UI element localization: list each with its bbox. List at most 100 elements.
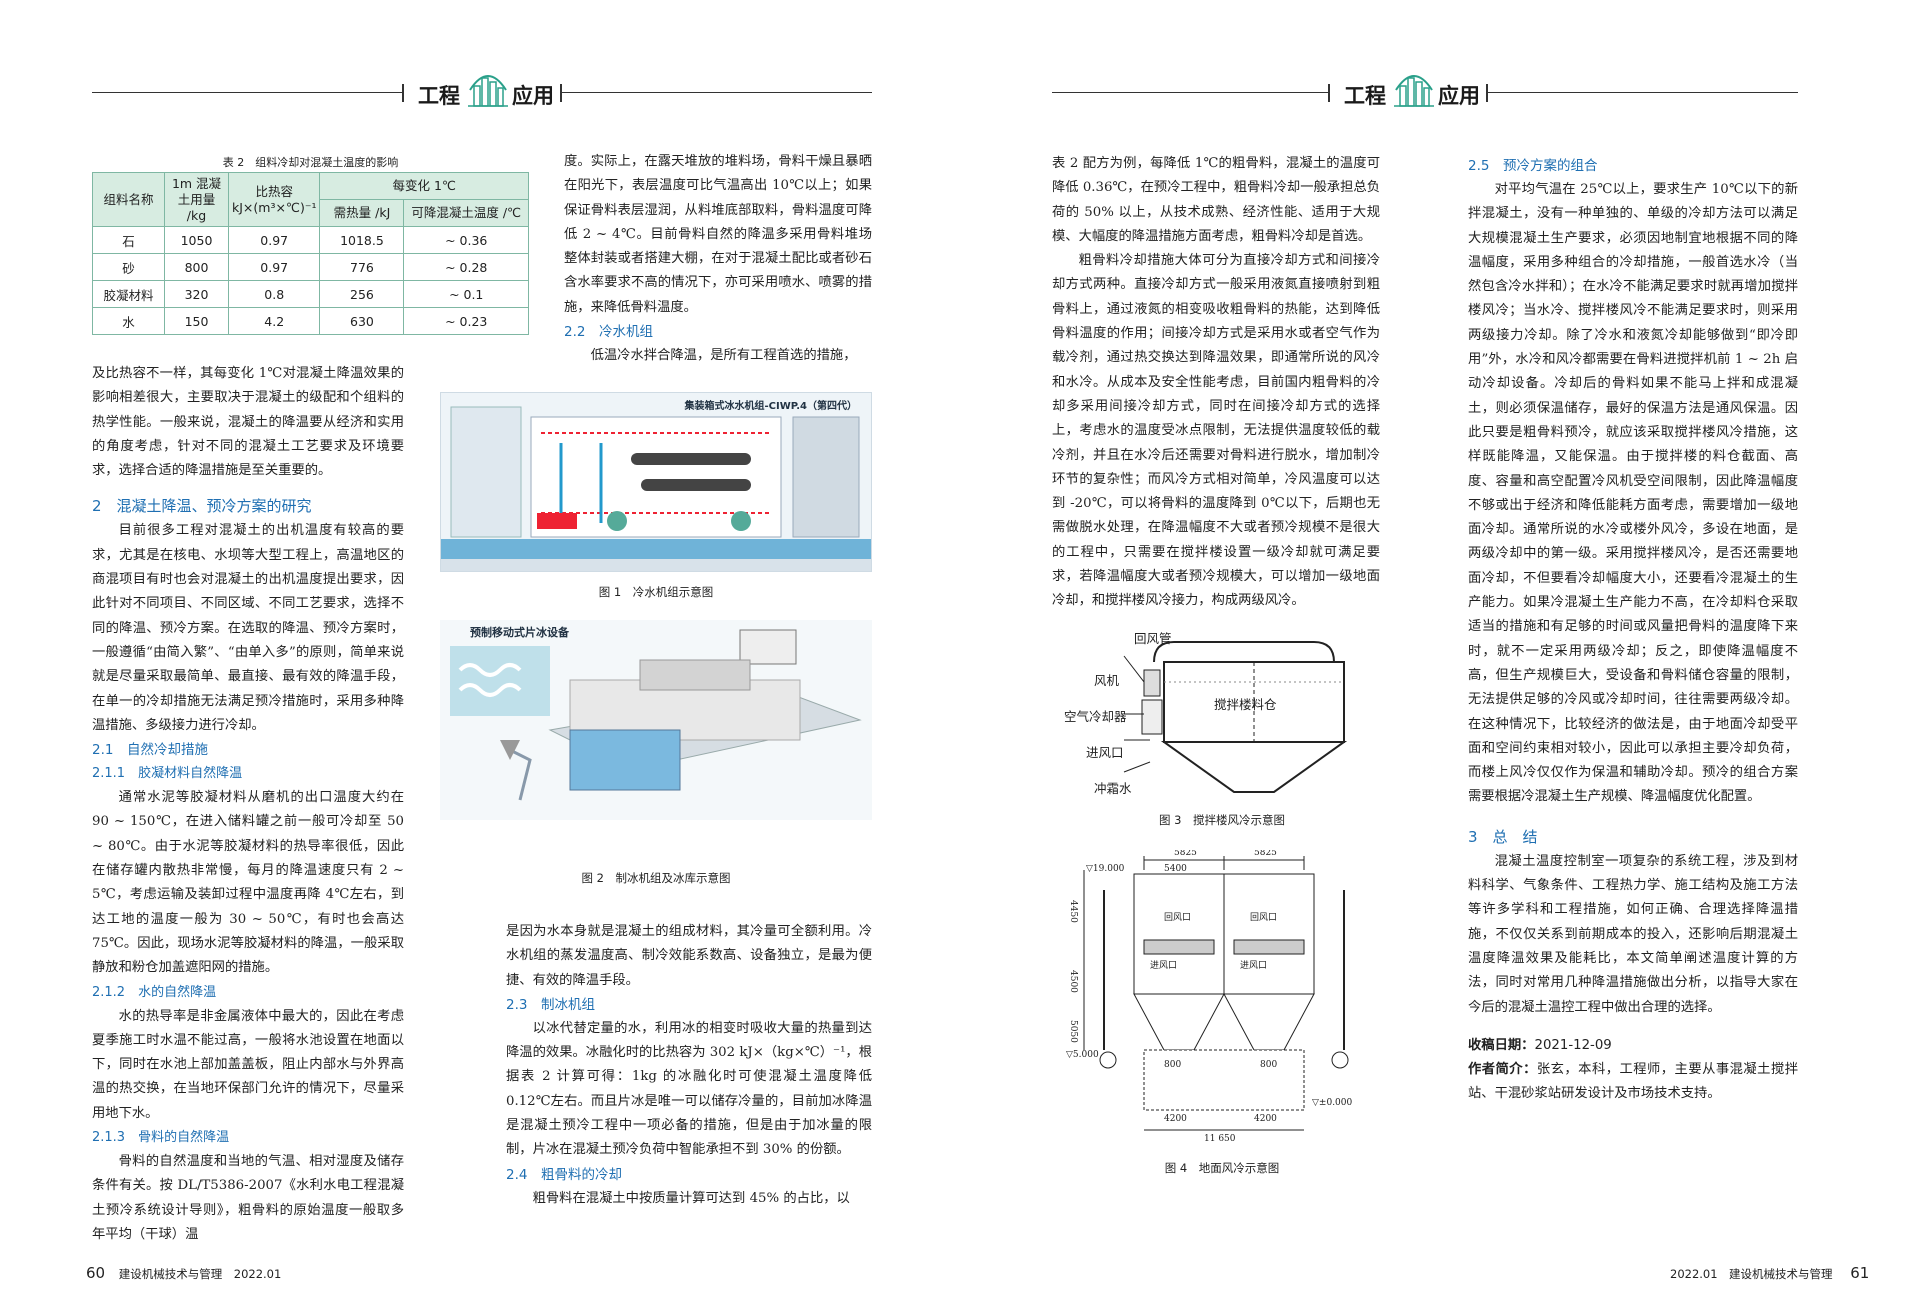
author-line: 作者简介：张玄，本科，工程师，主要从事混凝土搅拌站、干混砂浆站研发设计及市场技术… bbox=[1468, 1058, 1798, 1107]
cell: 0.97 bbox=[227, 226, 321, 254]
cell: 石 bbox=[92, 226, 165, 254]
column-1: 及比热容不一样，其每变化 1℃对混凝土降温效果的影响相差很大，主要取决于混凝土的… bbox=[92, 362, 404, 1247]
diagram-label: 回风口 bbox=[1164, 913, 1192, 923]
section-heading: 2.1.1 胶凝材料自然降温 bbox=[92, 766, 243, 782]
paragraph: 目前很多工程对混凝土的出机温度有较高的要求，尤其是在核电、水坝等大型工程上，高温… bbox=[92, 523, 404, 733]
th-heat-needed: 需热量 /kJ bbox=[319, 199, 405, 227]
header-rule bbox=[1052, 92, 1328, 93]
paragraph: 对平均气温在 25℃以上，要求生产 10℃以下的新拌混凝土，没有一种单独的、单级… bbox=[1468, 182, 1798, 805]
cell: 4.2 bbox=[227, 307, 321, 335]
column-3: 表 2 配方为例，每降低 1℃的粗骨料，混凝土的温度可降低 0.36℃，在预冷工… bbox=[1052, 152, 1380, 614]
cell: 776 bbox=[319, 253, 405, 281]
section-heading: 2.1.3 骨料的自然降温 bbox=[92, 1130, 230, 1146]
page-header-left: 工程 应用 bbox=[0, 60, 960, 120]
chiller-diagram bbox=[441, 406, 871, 571]
paragraph: 粗骨料冷却措施大体可分为直接冷却方式和间接冷却方式两种。直接冷却方式一般采用液氮… bbox=[1052, 253, 1380, 609]
diagram-label: 冲霜水 bbox=[1094, 781, 1132, 796]
paragraph: 低温冷水拌合降温，是所有工程首选的措施， bbox=[590, 348, 857, 364]
th-per-change: 每变化 1℃ bbox=[319, 172, 529, 200]
page-footer-right: 2022.01 建设机械技术与管理 61 bbox=[1670, 1264, 1869, 1282]
cell: 水 bbox=[92, 307, 165, 335]
cell: ~ 0.1 bbox=[403, 280, 529, 308]
cell: 630 bbox=[319, 307, 405, 335]
header-bar bbox=[1486, 84, 1488, 102]
section-heading: 2.1.2 水的自然降温 bbox=[92, 984, 217, 1000]
section-heading: 2.2 冷水机组 bbox=[564, 324, 653, 341]
dim-label: 4200 bbox=[1254, 1114, 1277, 1124]
paragraph: 及比热容不一样，其每变化 1℃对混凝土降温效果的影响相差很大，主要取决于混凝土的… bbox=[92, 366, 404, 479]
section-heading: 2.4 粗骨料的冷却 bbox=[506, 1166, 622, 1183]
diagram-label: 空气冷却器 bbox=[1064, 709, 1127, 724]
table-row: 水 150 4.2 630 ~ 0.23 bbox=[92, 307, 529, 335]
th-name: 组料名称 bbox=[92, 172, 165, 227]
table-row: 胶凝材料 320 0.8 256 ~ 0.1 bbox=[92, 280, 529, 308]
journal-name: 建设机械技术与管理 2022.01 bbox=[118, 1267, 282, 1281]
figure-ice-maker: 预制移动式片冰设备 bbox=[440, 620, 872, 820]
cell: 1018.5 bbox=[319, 226, 405, 254]
dim-label: 800 bbox=[1164, 1060, 1182, 1070]
figure-caption: 图 4 地面风冷示意图 bbox=[1164, 1161, 1280, 1175]
figure-chiller: 集装箱式冰水机组-CIWP.4（第四代） bbox=[440, 392, 872, 572]
received-line: 收稿日期：2021-12-09 bbox=[1468, 1034, 1798, 1058]
paragraph: 骨料的自然温度和当地的气温、相对湿度及储存条件有关。按 DL/T5386-200… bbox=[92, 1154, 404, 1242]
cell: 0.8 bbox=[227, 280, 321, 308]
paragraph: 表 2 配方为例，每降低 1℃的粗骨料，混凝土的温度可降低 0.36℃，在预冷工… bbox=[1052, 156, 1380, 244]
dim-label: 4450 bbox=[1068, 900, 1078, 923]
th-heat-capacity: 比热容 kJ×(m³×℃)⁻¹ bbox=[227, 172, 321, 227]
cell: ~ 0.28 bbox=[403, 253, 529, 281]
author-label: 作者简介： bbox=[1468, 1062, 1537, 1078]
page-header-right: 工程 应用 bbox=[960, 60, 1920, 120]
figure-caption: 图 2 制冰机组及冰库示意图 bbox=[581, 871, 731, 885]
dim-label: 4500 bbox=[1068, 970, 1078, 993]
diagram-label: 进风口 bbox=[1086, 745, 1124, 760]
dim-label: 800 bbox=[1260, 1060, 1278, 1070]
page-number: 61 bbox=[1850, 1264, 1870, 1282]
building-logo-icon bbox=[1394, 75, 1434, 107]
paragraph: 是因为水本身就是混凝土的组成材料，其冷量可全额利用。冷水机组的蒸发温度高、制冷效… bbox=[506, 924, 872, 988]
section-heading: 2.1 自然冷却措施 bbox=[92, 742, 208, 759]
paragraph: 通常水泥等胶凝材料从磨机的出口温度大约在 90 ~ 150℃，在进入储料罐之前一… bbox=[92, 790, 404, 976]
figure-label: 预制移动式片冰设备 bbox=[470, 626, 569, 639]
figure-caption: 图 3 搅拌楼风冷示意图 bbox=[1159, 813, 1285, 827]
cell: 256 bbox=[319, 280, 405, 308]
paragraph: 水的热导率是非金属液体中最大的，因此在考虑夏季施工时水温不能过高，一般将水池设置… bbox=[92, 1008, 404, 1121]
header-rule bbox=[92, 92, 402, 93]
figure-caption: 图 1 冷水机组示意图 bbox=[598, 585, 714, 599]
cell: 砂 bbox=[92, 253, 165, 281]
level-label: ▽±0.000 bbox=[1312, 1098, 1353, 1108]
journal-name: 2022.01 建设机械技术与管理 bbox=[1670, 1267, 1833, 1281]
cell: 150 bbox=[164, 307, 229, 335]
section-heading: 2 混凝土降温、预冷方案的研究 bbox=[92, 497, 312, 516]
table-row: 石 1050 0.97 1018.5 ~ 0.36 bbox=[92, 226, 529, 254]
ground-cooling-diagram bbox=[1083, 856, 1349, 1131]
cell: ~ 0.36 bbox=[403, 226, 529, 254]
diagram-label: 回风管 bbox=[1134, 631, 1172, 646]
paragraph: 粗骨料在混凝土中按质量计算可达到 45% 的占比，以 bbox=[532, 1190, 850, 1206]
page-footer-left: 60 建设机械技术与管理 2022.01 bbox=[86, 1264, 281, 1282]
page-number: 60 bbox=[86, 1264, 106, 1282]
diagram-label: 进风口 bbox=[1150, 961, 1178, 971]
th-amount: 1m 混凝土用量 /kg bbox=[164, 172, 229, 227]
header-title-right: 应用 bbox=[512, 84, 554, 108]
cell: ~ 0.23 bbox=[403, 307, 529, 335]
dim-label: 5825 bbox=[1254, 850, 1277, 858]
cell: 800 bbox=[164, 253, 229, 281]
received-date: 2021-12-09 bbox=[1534, 1037, 1612, 1053]
ice-maker-diagram bbox=[450, 629, 862, 801]
paragraph: 混凝土温度控制室一项复杂的系统工程，涉及到材料科学、气象条件、工程热力学、施工结… bbox=[1468, 853, 1798, 1015]
left-page: 工程 应用 表 2 组料冷却对混凝土温度的影响 组料名称 1m 混凝土用量 /k… bbox=[0, 60, 960, 1282]
header-title-left: 工程 bbox=[1344, 84, 1386, 108]
column-2-top: 度。实际上，在露天堆放的堆料场，骨料干燥且暴晒在阳光下，表层温度可比气温高出 1… bbox=[564, 150, 872, 368]
header-bar bbox=[402, 84, 404, 102]
cell: 1050 bbox=[164, 226, 229, 254]
figure-ground-cooling: 5825 5825 5400 ▽19.000 4450 4500 5050 回风… bbox=[1064, 850, 1380, 1150]
cell: 320 bbox=[164, 280, 229, 308]
diagram-label: 搅拌楼料仓 bbox=[1214, 697, 1277, 712]
dim-label: 11 650 bbox=[1204, 1134, 1236, 1144]
section-heading: 2.3 制冰机组 bbox=[506, 996, 595, 1013]
th-temp-drop: 可降混凝土温度 /℃ bbox=[403, 199, 529, 227]
figure-mixing-tower: 回风管 风机 空气冷却器 进风口 冲霜水 搅拌楼料仓 bbox=[1064, 622, 1380, 802]
table-caption: 表 2 组料冷却对混凝土温度的影响 bbox=[222, 156, 399, 169]
diagram-label: 进风口 bbox=[1240, 961, 1268, 971]
section-heading: 2.5 预冷方案的组合 bbox=[1468, 158, 1598, 174]
